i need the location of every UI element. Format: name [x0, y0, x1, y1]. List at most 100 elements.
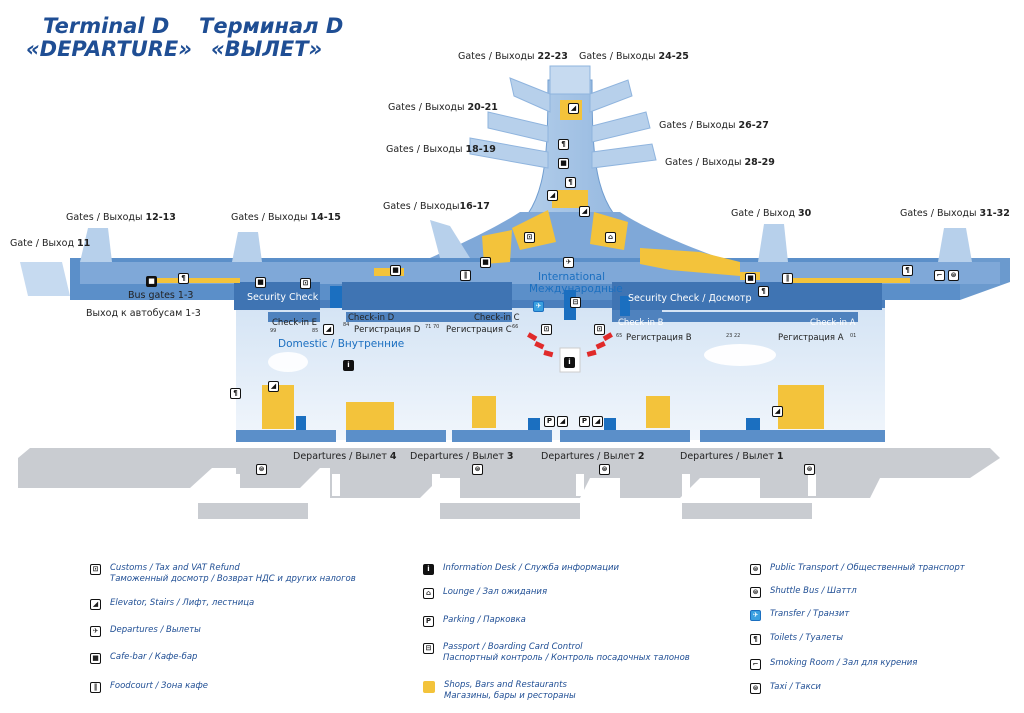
label-bus-gates-ru: Выход к автобусам 1-3 — [86, 308, 201, 319]
counter-23-22: 23 22 — [726, 333, 741, 339]
label-bus-gates: Bus gates 1-3 — [128, 290, 194, 301]
legend-taxi-label: Taxi / Такси — [770, 682, 821, 692]
title-ru-line2: «ВЫЛЕТ» — [211, 37, 323, 61]
counter-99: 99 — [270, 328, 277, 334]
cafebar-icon: ■ — [146, 276, 157, 287]
label-reg-b: Регистрация B — [626, 333, 692, 343]
toilets-icon: ¶ — [758, 286, 769, 297]
road-markings — [232, 474, 816, 496]
taxi-icon: ⊜ — [948, 270, 959, 281]
foodcourt-icon: ‖ — [782, 273, 793, 284]
counter-84: 84 — [343, 322, 350, 328]
label-checkin-a: Check-in A — [810, 318, 856, 328]
title-ru-line1: Терминал D — [199, 14, 344, 38]
label-departures-1: Departures / Вылет 1 — [680, 451, 784, 462]
passport-icon: ⊟ — [570, 297, 581, 308]
foodcourt-icon: ‖ — [90, 682, 101, 693]
legend-passport-label-ru: Паспортный контроль / Контроль посадочны… — [443, 652, 690, 663]
info-icon: i — [343, 360, 354, 371]
smoking-icon: ⌐ — [750, 659, 761, 670]
departures-icon: ✈ — [563, 257, 574, 268]
label-gates-12-13: Gates / Выходы 12-13 — [66, 212, 176, 223]
label-reg-d: Регистрация D — [354, 325, 421, 335]
label-reg-a: Регистрация A — [778, 333, 844, 343]
legend-cafebar: ■ Cafe-bar / Кафе-бар — [90, 652, 197, 664]
terminal-map — [18, 65, 1010, 519]
shops-swatch — [423, 681, 435, 693]
legend-departures-label: Departures / Вылеты — [110, 625, 201, 635]
legend-passport-label: Passport / Boarding Card Control — [443, 642, 583, 652]
label-gates-14-15: Gates / Выходы 14-15 — [231, 212, 341, 223]
transfer-icon: ✈ — [750, 610, 761, 621]
legend-parking: P Parking / Парковка — [423, 615, 526, 627]
elevator-icon: ◢ — [557, 416, 568, 427]
legend-foodcourt-label: Foodcourt / Зона кафе — [110, 681, 208, 691]
cafebar-icon: ■ — [558, 158, 569, 169]
toilets-icon: ¶ — [230, 388, 241, 399]
legend-smoking: ⌐ Smoking Room / Зал для курения — [750, 658, 917, 670]
roads — [18, 448, 1000, 519]
customs-icon: ⊡ — [541, 324, 552, 335]
bus-icon: ⊜ — [804, 464, 815, 475]
legend-smoking-label: Smoking Room / Зал для курения — [770, 658, 918, 668]
toilets-icon: ¶ — [750, 634, 761, 645]
legend-transfer: ✈ Transfer / Транзит — [750, 609, 849, 621]
label-departures-4: Departures / Вылет 4 — [293, 451, 397, 462]
passport-icon: ⊟ — [423, 643, 434, 654]
label-domestic: Domestic / Внутренние — [278, 338, 405, 350]
smoking-icon: ⌐ — [934, 270, 945, 281]
cafebar-icon: ■ — [90, 653, 101, 664]
toilets-icon: ¶ — [565, 177, 576, 188]
legend-public-transport-label: Public Transport / Общественный транспор… — [770, 563, 965, 573]
transfer-icon: ✈ — [533, 301, 544, 312]
customs-icon: ⊡ — [594, 324, 605, 335]
elevator-icon: ◢ — [592, 416, 603, 427]
left-disc — [268, 352, 308, 372]
title-en-line1: Terminal D — [43, 14, 170, 38]
lounge-icon: ⌂ — [605, 232, 616, 243]
bus-icon: ⊜ — [256, 464, 267, 475]
parking-icon: P — [579, 416, 590, 427]
legend-customs-label-ru: Таможенный досмотр / Возврат НДС и други… — [110, 573, 356, 584]
label-checkin-b: Check-in B — [618, 318, 664, 328]
taxi-icon: ⊜ — [750, 683, 761, 694]
legend-info: i Information Desk / Служба информации — [423, 563, 619, 575]
toilets-icon: ¶ — [178, 273, 189, 284]
parking-icon: P — [423, 616, 434, 627]
label-gate-30: Gate / Выход 30 — [731, 208, 812, 219]
elevator-icon: ◢ — [90, 599, 101, 610]
shuttle-icon: ⊜ — [750, 587, 761, 598]
elevator-icon: ◢ — [323, 324, 334, 335]
legend-shops-label: Shops, Bars and Restaurants — [444, 680, 567, 690]
foodcourt-icon: ‖ — [460, 270, 471, 281]
label-checkin-e: Check-in E — [272, 318, 318, 328]
label-gates-31-32: Gates / Выходы 31-32 — [900, 208, 1010, 219]
label-security-left: Security Check — [247, 292, 319, 303]
legend-elevator: ◢ Elevator, Stairs / Лифт, лестница — [90, 598, 254, 610]
customs-icon: ⊡ — [524, 232, 535, 243]
label-international-ru: Международные — [529, 283, 623, 295]
label-security-right: Security Check / Досмотр — [628, 293, 752, 304]
label-checkin-c: Check-in C — [474, 313, 520, 323]
departures-icon: ✈ — [90, 626, 101, 637]
cafebar-icon: ■ — [480, 257, 491, 268]
legend-taxi: ⊜ Taxi / Такси — [750, 682, 821, 694]
label-gates-16-17: Gates / Выходы16-17 — [383, 201, 490, 212]
elevator-icon: ◢ — [568, 103, 579, 114]
counter-66: 66 — [512, 324, 519, 330]
right-disc — [704, 344, 776, 366]
counter-71-70: 71 70 — [425, 324, 440, 330]
cafebar-icon: ■ — [390, 265, 401, 276]
legend-departures: ✈ Departures / Вылеты — [90, 625, 201, 637]
customs-icon: ⊡ — [90, 564, 101, 575]
legend-parking-label: Parking / Парковка — [443, 615, 526, 625]
counter-01: 01 — [850, 333, 857, 339]
label-departures-2: Departures / Вылет 2 — [541, 451, 645, 462]
legend-info-label: Information Desk / Служба информации — [443, 563, 620, 573]
legend-shuttle: ⊜ Shuttle Bus / Шаттл — [750, 586, 857, 598]
lounge-icon: ⌂ — [423, 588, 434, 599]
legend-elevator-label: Elevator, Stairs / Лифт, лестница — [110, 598, 255, 608]
